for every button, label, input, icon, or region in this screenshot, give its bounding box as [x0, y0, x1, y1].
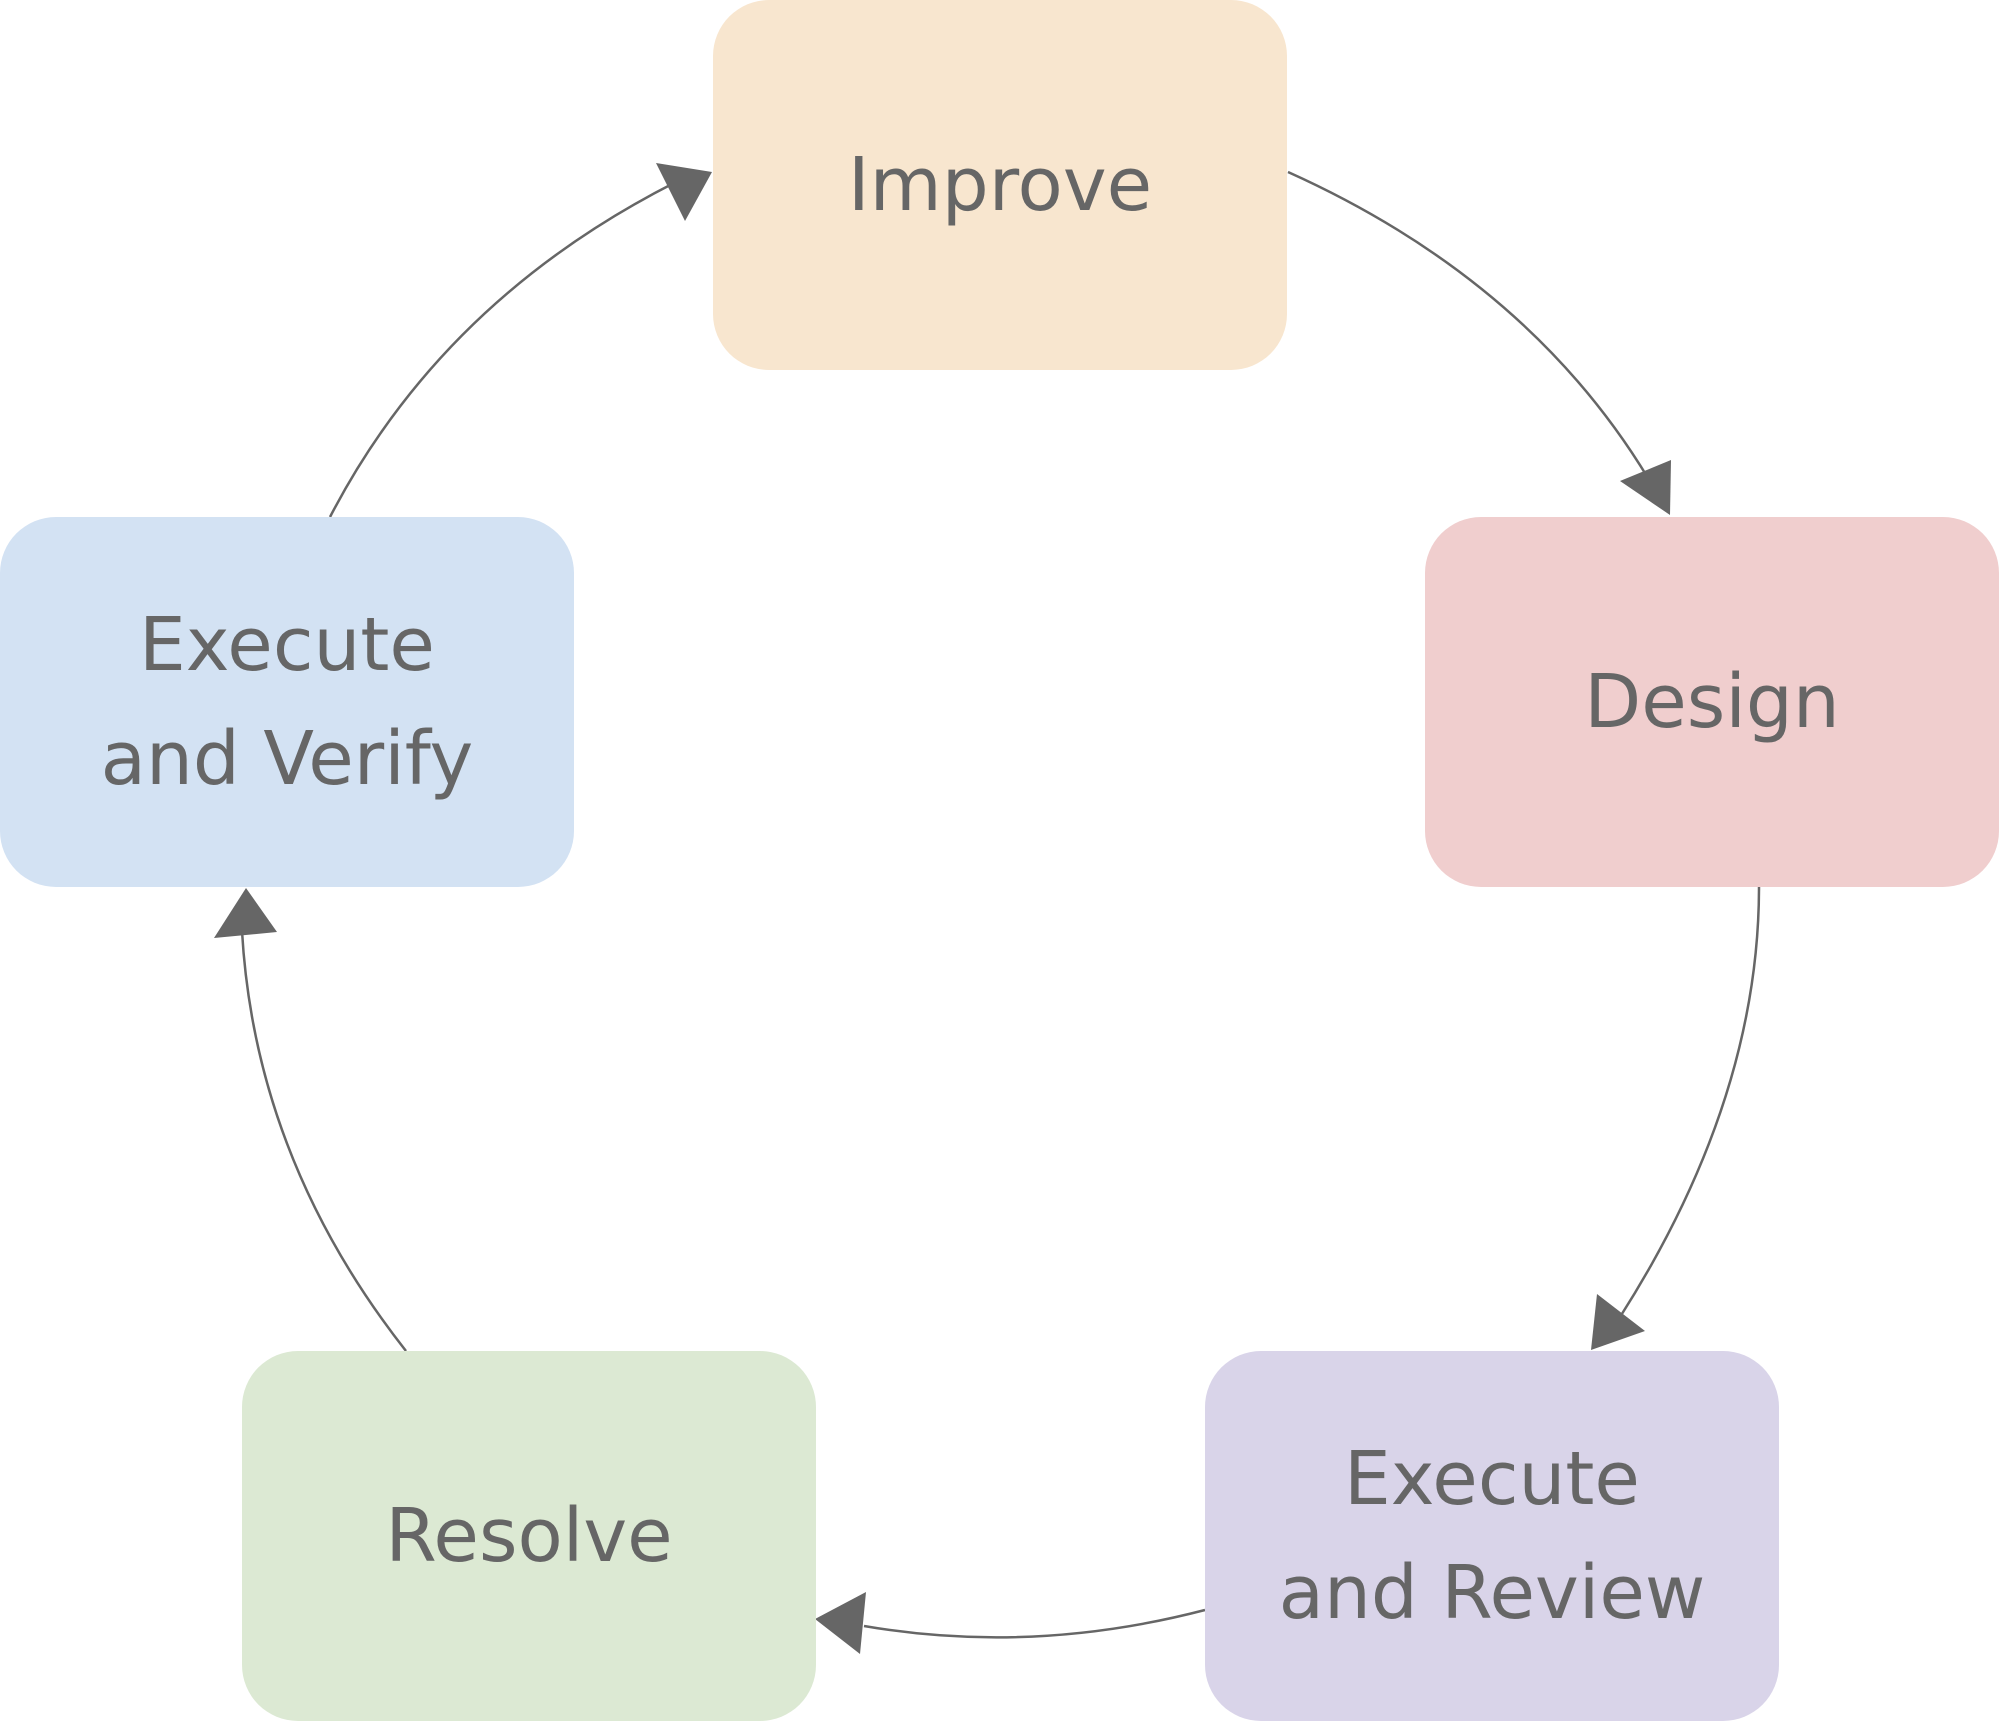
edge-design-to-review	[1591, 886, 1761, 1350]
arrowhead-verify-to-improve	[656, 163, 712, 221]
edge-line-verify-to-improve	[328, 181, 675, 518]
arrowhead-design-to-review	[1591, 1294, 1645, 1350]
arrowhead-improve-to-design	[1620, 460, 1671, 515]
node-label-resolve: Resolve	[385, 1493, 673, 1579]
node-label-design: Design	[1584, 659, 1840, 745]
edge-improve-to-design	[1287, 170, 1671, 515]
node-execute-and-verify: Execute and Verify	[0, 517, 574, 887]
arrowhead-resolve-to-verify	[214, 888, 277, 938]
edge-verify-to-improve	[328, 163, 712, 518]
node-improve: Improve	[713, 0, 1287, 370]
node-resolve: Resolve	[242, 1351, 816, 1721]
node-label-improve: Improve	[847, 142, 1153, 228]
node-design: Design	[1425, 517, 1999, 887]
node-execute-and-review: Execute and Review	[1205, 1351, 1779, 1721]
edge-line-review-to-resolve	[863, 1608, 1206, 1639]
edge-review-to-resolve	[815, 1592, 1206, 1654]
node-label-execute-and-review: Execute and Review	[1278, 1436, 1706, 1636]
arrowhead-review-to-resolve	[815, 1592, 866, 1654]
edge-resolve-to-verify	[214, 888, 407, 1352]
node-label-execute-and-verify: Execute and Verify	[100, 602, 474, 802]
edge-line-resolve-to-verify	[240, 930, 407, 1352]
edge-line-design-to-review	[1618, 886, 1761, 1318]
edge-line-improve-to-design	[1287, 170, 1650, 479]
